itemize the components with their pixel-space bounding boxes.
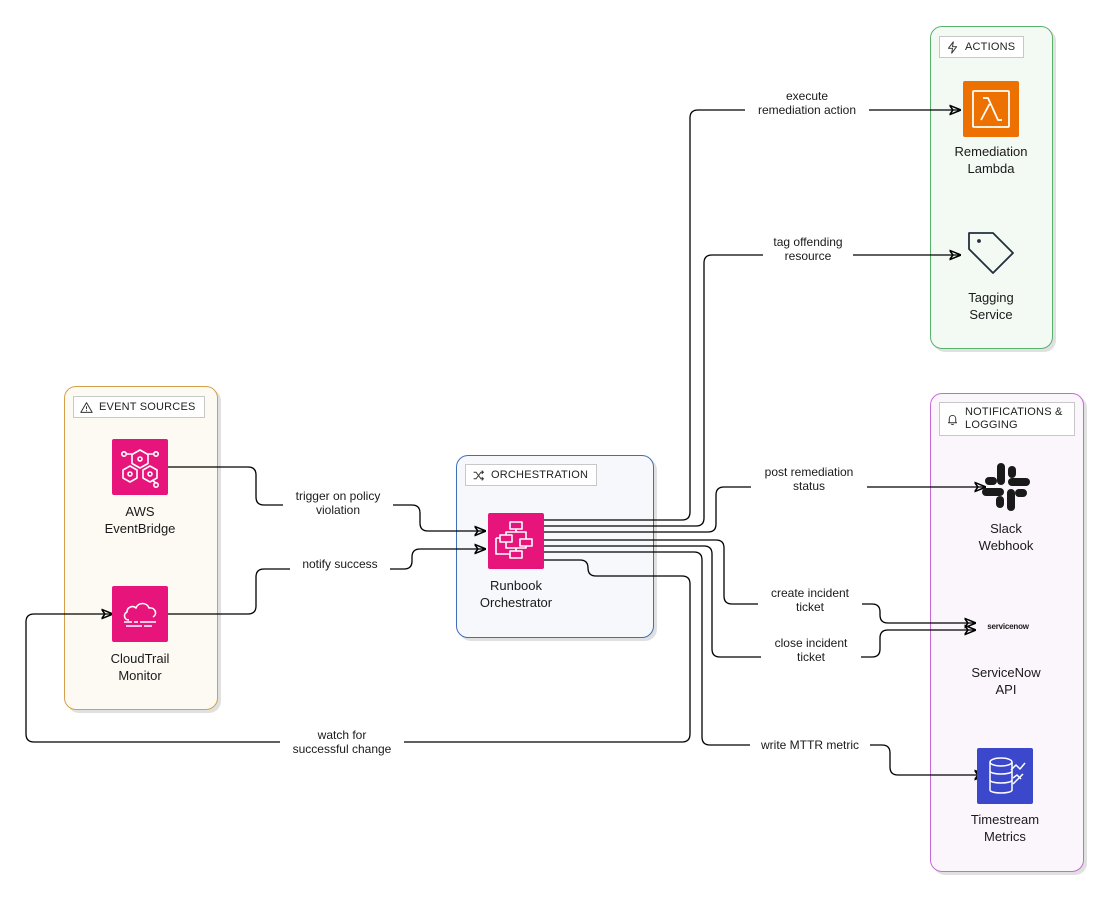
timestream-label: Timestream Metrics (970, 812, 1040, 844)
shuffle-icon (473, 469, 485, 481)
tag-icon[interactable] (963, 227, 1019, 283)
slack-label: Slack Webhook (978, 521, 1034, 553)
eventbridge-icon[interactable] (112, 439, 168, 495)
eventbridge-label: AWS EventBridge (104, 504, 176, 536)
cloudtrail-icon[interactable] (112, 586, 168, 642)
notifications-title: NOTIFICATIONS & LOGGING (965, 406, 1063, 431)
edge-execute (544, 110, 960, 521)
orchestration-title: ORCHESTRATION (491, 469, 589, 481)
edge-label-post: post remediation status (751, 465, 867, 493)
edge-label-execute: execute remediation action (745, 89, 869, 117)
edge-watch (25, 559, 691, 743)
warning-triangle-icon (80, 401, 93, 413)
event-sources-group-label: EVENT SOURCES (73, 396, 205, 418)
tagging-label: Tagging Service (968, 290, 1014, 322)
edge-tag (544, 255, 960, 527)
bell-icon (947, 414, 958, 425)
cloudtrail-label: CloudTrail Monitor (110, 651, 170, 683)
slack-icon[interactable] (978, 459, 1034, 515)
servicenow-logo[interactable]: servicenow (968, 616, 1048, 636)
timestream-icon[interactable] (977, 748, 1033, 804)
edge-label-close: close incident ticket (761, 636, 861, 664)
actions-group: ACTIONS (930, 26, 1053, 349)
edge-post (544, 487, 985, 533)
servicenow-label: ServiceNow API (971, 665, 1041, 697)
lambda-label: Remediation Lambda (954, 144, 1028, 176)
edge-label-write: write MTTR metric (750, 738, 870, 752)
edge-label-notify: notify success (290, 557, 390, 571)
edge-label-watch: watch for successful change (280, 728, 404, 756)
edge-label-trigger: trigger on policy violation (283, 489, 393, 517)
orchestrator-label: Runbook Orchestrator (479, 578, 553, 610)
lightning-bolt-icon (947, 40, 958, 54)
actions-group-label: ACTIONS (939, 36, 1025, 58)
notifications-group-label: NOTIFICATIONS & LOGGING (939, 402, 1075, 436)
step-functions-icon[interactable] (488, 513, 544, 569)
event-sources-title: EVENT SOURCES (99, 401, 196, 413)
edge-label-tag: tag offending resource (763, 235, 853, 263)
edge-label-create: create incident ticket (758, 586, 862, 614)
actions-title: ACTIONS (965, 41, 1016, 53)
servicenow-logo-text: servicenow (987, 621, 1029, 631)
lambda-icon[interactable] (963, 81, 1019, 137)
orchestration-group-label: ORCHESTRATION (465, 464, 598, 486)
